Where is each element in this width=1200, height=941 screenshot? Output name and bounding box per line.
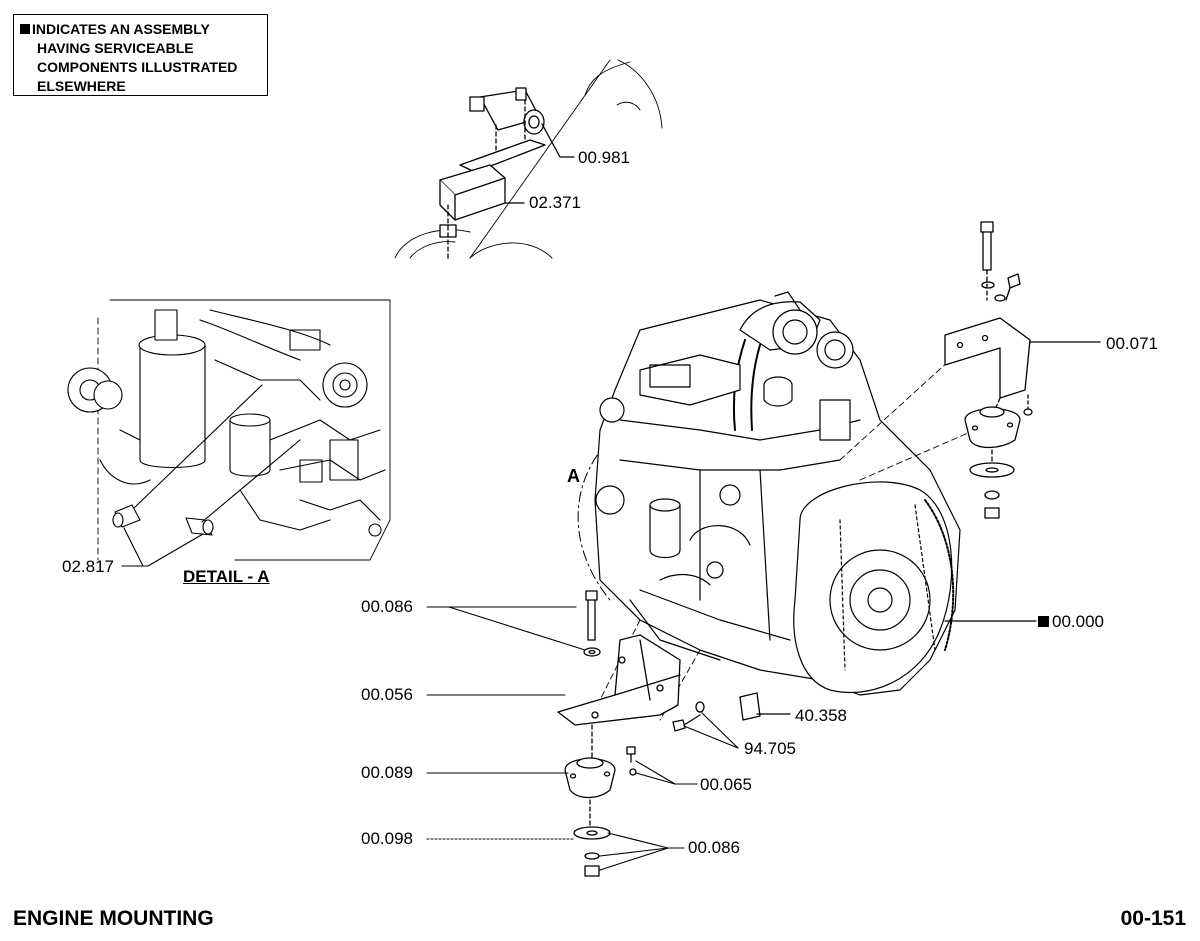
callout-00-065[interactable]: 00.065 (700, 775, 752, 794)
black-square-icon (1038, 616, 1049, 627)
callout-02-371[interactable]: 02.371 (529, 193, 581, 212)
assembly-legend-box: INDICATES AN ASSEMBLY HAVING SERVICEABLE… (13, 14, 268, 96)
black-square-icon (20, 24, 30, 34)
banjo-fitting (112, 504, 141, 528)
legend-line-1: INDICATES AN ASSEMBLY (32, 21, 210, 37)
view-a-marker: A (567, 466, 580, 486)
callout-00-086-bottom[interactable]: 00.086 (688, 838, 740, 857)
callout-40-358[interactable]: 40.358 (795, 706, 847, 725)
detail-a-label: DETAIL - A (183, 567, 270, 586)
banjo-fitting (185, 517, 214, 536)
callout-00-000[interactable]: 00.000 (1038, 612, 1104, 632)
callout-00-089[interactable]: 00.089 (361, 763, 413, 782)
callout-00-098[interactable]: 00.098 (361, 829, 413, 848)
callout-02-817[interactable]: 02.817 (62, 557, 114, 576)
page-title: ENGINE MOUNTING (13, 907, 214, 930)
callout-00-086-top[interactable]: 00.086 (361, 597, 413, 616)
legend-line-4: ELSEWHERE (37, 78, 126, 94)
main-engine-drawing (577, 291, 1037, 721)
solenoid-relay-drawing (394, 59, 663, 259)
page-number: 00-151 (1120, 907, 1186, 930)
legend-line-2: HAVING SERVICEABLE (37, 40, 194, 56)
right-mount-stack (944, 221, 1101, 519)
callout-00-056[interactable]: 00.056 (361, 685, 413, 704)
left-mount-stack (557, 590, 791, 877)
callout-00-071[interactable]: 00.071 (1106, 334, 1158, 353)
callout-leaders (426, 606, 739, 871)
callout-00-981[interactable]: 00.981 (578, 148, 630, 167)
callout-00-000-label: 00.000 (1052, 612, 1104, 631)
legend-line-3: COMPONENTS ILLUSTRATED (37, 59, 238, 75)
detail-a-drawing (67, 299, 391, 567)
callout-94-705[interactable]: 94.705 (744, 739, 796, 758)
